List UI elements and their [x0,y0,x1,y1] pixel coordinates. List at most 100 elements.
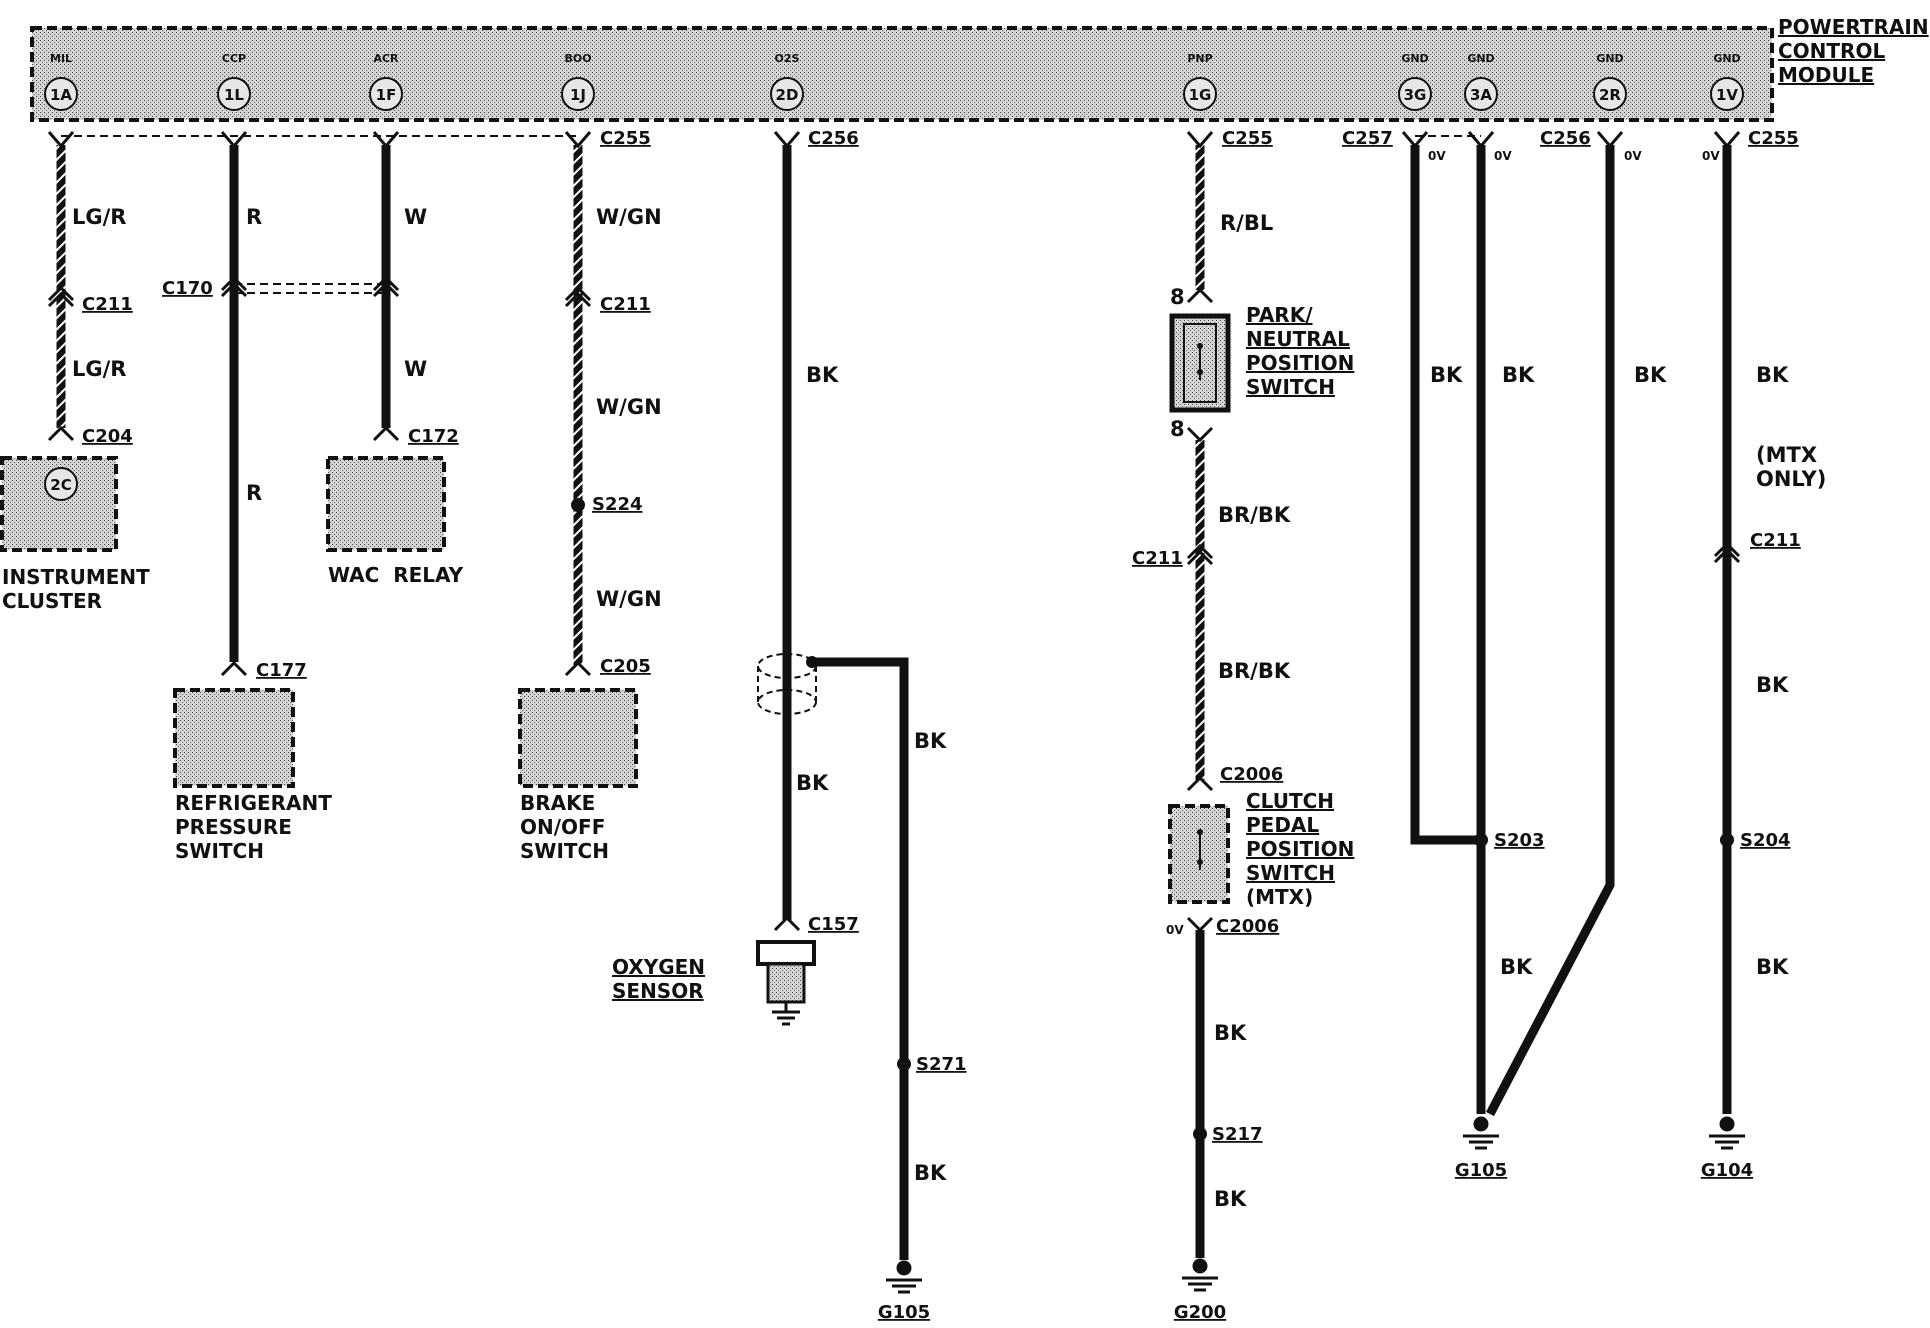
module-pin-2d[interactable]: O2S 2D [770,52,804,111]
park-neutral-switch-label-2: NEUTRAL [1246,327,1350,351]
park-neutral-position-switch-component[interactable]: PARK/ NEUTRAL POSITION SWITCH [1169,303,1354,413]
splice-s224[interactable] [571,498,585,512]
park-neutral-switch-label-3: POSITION [1246,351,1354,375]
pin-function: CCP [222,52,246,65]
module-pin-1a[interactable]: MIL 1A [44,52,78,111]
ground-g105-left[interactable] [886,1260,922,1294]
connector-c211[interactable]: C211 [1750,530,1801,551]
module-pin-1j[interactable]: BOO 1J [561,52,595,111]
wire-color: BK [1756,673,1789,697]
connector-c256[interactable]: C256 [808,128,859,149]
wire-2r[interactable] [1486,145,1615,1117]
ground-g104-label: G104 [1701,1160,1753,1181]
connector-c2006[interactable]: C2006 [1216,916,1279,937]
wire-color: BK [796,771,829,795]
clutch-switch-label-2: PEDAL [1246,813,1319,837]
module-pin-1g[interactable]: PNP 1G [1183,52,1217,111]
module-pins: MIL 1A CCP 1L ACR 1F BOO 1J O2S 2D PNP 1… [44,52,1744,111]
connector-c255[interactable]: C255 [1222,128,1273,149]
terminal-marks [47,131,1741,933]
connector-links [61,135,1481,294]
pin-id: 1L [224,86,244,104]
connector-c157[interactable]: C157 [808,914,859,935]
wire-color: W [404,205,427,229]
wire-color: BK [806,363,839,387]
connector-c211[interactable]: C211 [1132,548,1183,569]
module-pin-3a[interactable]: GND 3A [1464,52,1498,111]
oxygen-sensor-component[interactable]: OXYGEN SENSOR [612,940,816,1026]
connector-c211[interactable]: C211 [600,294,651,315]
splice-s224-label: S224 [592,494,643,515]
wire-color: W/GN [596,587,662,611]
pin-function: GND [1596,52,1623,65]
oxygen-sensor-label-2: SENSOR [612,979,704,1003]
connector-c204[interactable]: C204 [82,426,133,447]
instrument-cluster-component[interactable]: 2C INSTRUMENT CLUSTER [0,456,150,613]
wire-color: BK [1634,363,1667,387]
wire-color: BR/BK [1218,503,1291,527]
wire-color: W [404,357,427,381]
wire-color: BK [914,1161,947,1185]
connector-c255[interactable]: C255 [600,128,651,149]
connector-c170[interactable]: C170 [162,278,213,299]
connector-c172[interactable]: C172 [408,426,459,447]
oxygen-sensor-label-1: OXYGEN [612,955,705,979]
refrigerant-pressure-switch-component[interactable]: REFRIGERANT PRESSURE SWITCH [173,688,332,863]
module-name-line-3: MODULE [1778,63,1874,87]
refrigerant-switch-label-3: SWITCH [175,839,264,863]
connector-c255[interactable]: C255 [1748,128,1799,149]
pin-id: 1A [50,86,72,104]
wire-color: LG/R [72,205,126,229]
splice-labels: S224 S271 S217 S203 S204 [592,494,1791,1145]
pin-number-8: 8 [1170,417,1185,441]
ground-g200[interactable] [1182,1258,1218,1292]
pin-id: 2R [1599,86,1621,104]
module-pin-2r[interactable]: GND 2R [1593,52,1627,111]
pin-function: PNP [1187,52,1212,65]
wire-color: BK [1502,363,1535,387]
wac-relay-component[interactable]: WAC RELAY [326,456,464,587]
wire-color: BK [1756,363,1789,387]
pin-id: 2D [776,86,799,104]
voltage-labels: 0V 0V 0V 0V 0V [1166,149,1720,937]
connector-c211[interactable]: C211 [82,294,133,315]
wire-color: BK [1500,955,1533,979]
connector-c177[interactable]: C177 [256,660,307,681]
ground-g105-right[interactable] [1463,1116,1499,1150]
powertrain-control-module: POWERTRAIN CONTROL MODULE [30,15,1929,122]
connector-c2006[interactable]: C2006 [1220,764,1283,785]
module-pin-1f[interactable]: ACR 1F [369,52,403,111]
park-neutral-switch-label-1: PARK/ [1246,303,1313,327]
splice-s204-label: S204 [1740,830,1791,851]
voltage-reading: 0V [1702,149,1720,163]
ground-g105-label: G105 [1455,1160,1507,1181]
instrument-cluster-pin: 2C [50,476,71,494]
wire-3g[interactable] [1410,145,1481,845]
splice-s217[interactable] [1193,1127,1207,1141]
wire-color: BK [1214,1187,1247,1211]
mtx-only-note-2: ONLY) [1756,467,1826,491]
pin-id: 3G [1404,86,1427,104]
wire-color: R [246,481,262,505]
module-pin-1v[interactable]: GND 1V [1710,52,1744,111]
splice-s204[interactable] [1720,833,1734,847]
clutch-pedal-position-switch-component[interactable]: CLUTCH PEDAL POSITION SWITCH (MTX) [1168,789,1354,909]
splice-s271[interactable] [897,1057,911,1071]
ground-g104[interactable] [1709,1116,1745,1150]
connector-c256[interactable]: C256 [1540,128,1591,149]
wire-color: BK [1430,363,1463,387]
connector-c257[interactable]: C257 [1342,128,1393,149]
splice-s271-label: S271 [916,1054,967,1075]
brake-on-off-switch-component[interactable]: BRAKE ON/OFF SWITCH [518,688,638,863]
module-pin-3g[interactable]: GND 3G [1398,52,1432,111]
pin-function: GND [1401,52,1428,65]
instrument-cluster-label-1: INSTRUMENT [2,565,150,589]
module-name-line-1: POWERTRAIN [1778,15,1929,39]
connector-c205[interactable]: C205 [600,656,651,677]
module-pin-1l[interactable]: CCP 1L [217,52,251,111]
clutch-switch-label-3: POSITION [1246,837,1354,861]
wire-o2s-shield[interactable] [812,657,909,1260]
splice-s203[interactable] [1474,833,1488,847]
pin-function: GND [1467,52,1494,65]
